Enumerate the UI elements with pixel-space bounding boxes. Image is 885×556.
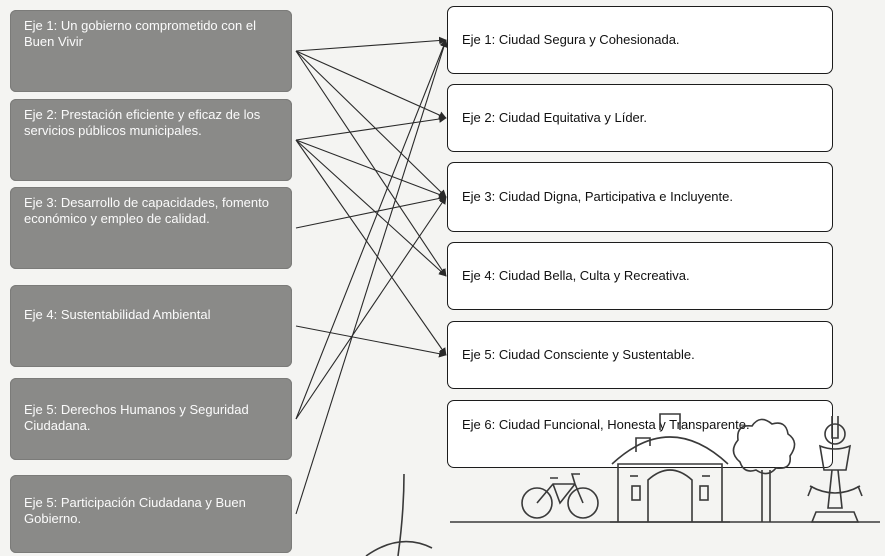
connector-2-to-5 <box>295 139 447 356</box>
connector-3-to-3 <box>295 194 447 229</box>
left-axis-5: Eje 5: Derechos Humanos y Seguridad Ciud… <box>10 378 292 460</box>
connector-1-to-1 <box>295 36 447 52</box>
left-axis-2-label: Eje 2: Prestación eficiente y eficaz de … <box>24 107 261 138</box>
connector-1-to-2 <box>295 50 447 119</box>
bicycle-icon <box>521 473 599 519</box>
right-axis-6-label: Eje 6: Ciudad Funcional, Honesta y Trans… <box>462 417 750 432</box>
left-axis-5-label: Eje 5: Derechos Humanos y Seguridad Ciud… <box>24 402 249 433</box>
left-axis-3-label: Eje 3: Desarrollo de capacidades, foment… <box>24 195 269 226</box>
sketch-stroke <box>365 540 433 556</box>
right-axis-5: Eje 5: Ciudad Consciente y Sustentable. <box>447 321 833 389</box>
left-axis-6-label: Eje 5: Participación Ciudadana y Buen Go… <box>24 495 246 526</box>
left-axis-3: Eje 3: Desarrollo de capacidades, foment… <box>10 187 292 269</box>
connector-5-to-3 <box>295 196 447 420</box>
sketch-stroke <box>397 473 405 556</box>
right-axis-3-label: Eje 3: Ciudad Digna, Participativa e Inc… <box>462 189 733 204</box>
left-axis-4: Eje 4: Sustentabilidad Ambiental <box>10 285 292 367</box>
connector-4-to-5 <box>295 325 447 358</box>
left-axis-2: Eje 2: Prestación eficiente y eficaz de … <box>10 99 292 181</box>
right-axis-4-label: Eje 4: Ciudad Bella, Culta y Recreativa. <box>462 268 690 283</box>
connector-6-to-1 <box>295 39 448 515</box>
right-axis-6: Eje 6: Ciudad Funcional, Honesta y Trans… <box>447 400 833 468</box>
connector-2-to-2 <box>295 115 447 141</box>
connector-1-to-4 <box>295 50 447 277</box>
right-axis-5-label: Eje 5: Ciudad Consciente y Sustentable. <box>462 347 695 362</box>
left-axis-6: Eje 5: Participación Ciudadana y Buen Go… <box>10 475 292 553</box>
connector-1-to-3 <box>295 50 447 198</box>
right-axis-1: Eje 1: Ciudad Segura y Cohesionada. <box>447 6 833 74</box>
right-axis-2: Eje 2: Ciudad Equitativa y Líder. <box>447 84 833 152</box>
connector-2-to-3 <box>295 139 447 199</box>
connector-5-to-1 <box>295 39 448 420</box>
left-axis-1: Eje 1: Un gobierno comprometido con el B… <box>10 10 292 92</box>
right-axis-2-label: Eje 2: Ciudad Equitativa y Líder. <box>462 110 648 125</box>
left-axis-4-label: Eje 4: Sustentabilidad Ambiental <box>24 307 211 322</box>
left-axis-1-label: Eje 1: Un gobierno comprometido con el B… <box>24 18 256 49</box>
right-axis-1-label: Eje 1: Ciudad Segura y Cohesionada. <box>462 32 680 47</box>
right-axis-4: Eje 4: Ciudad Bella, Culta y Recreativa. <box>447 242 833 310</box>
right-axis-3: Eje 3: Ciudad Digna, Participativa e Inc… <box>447 162 833 232</box>
connector-2-to-4 <box>295 139 447 277</box>
